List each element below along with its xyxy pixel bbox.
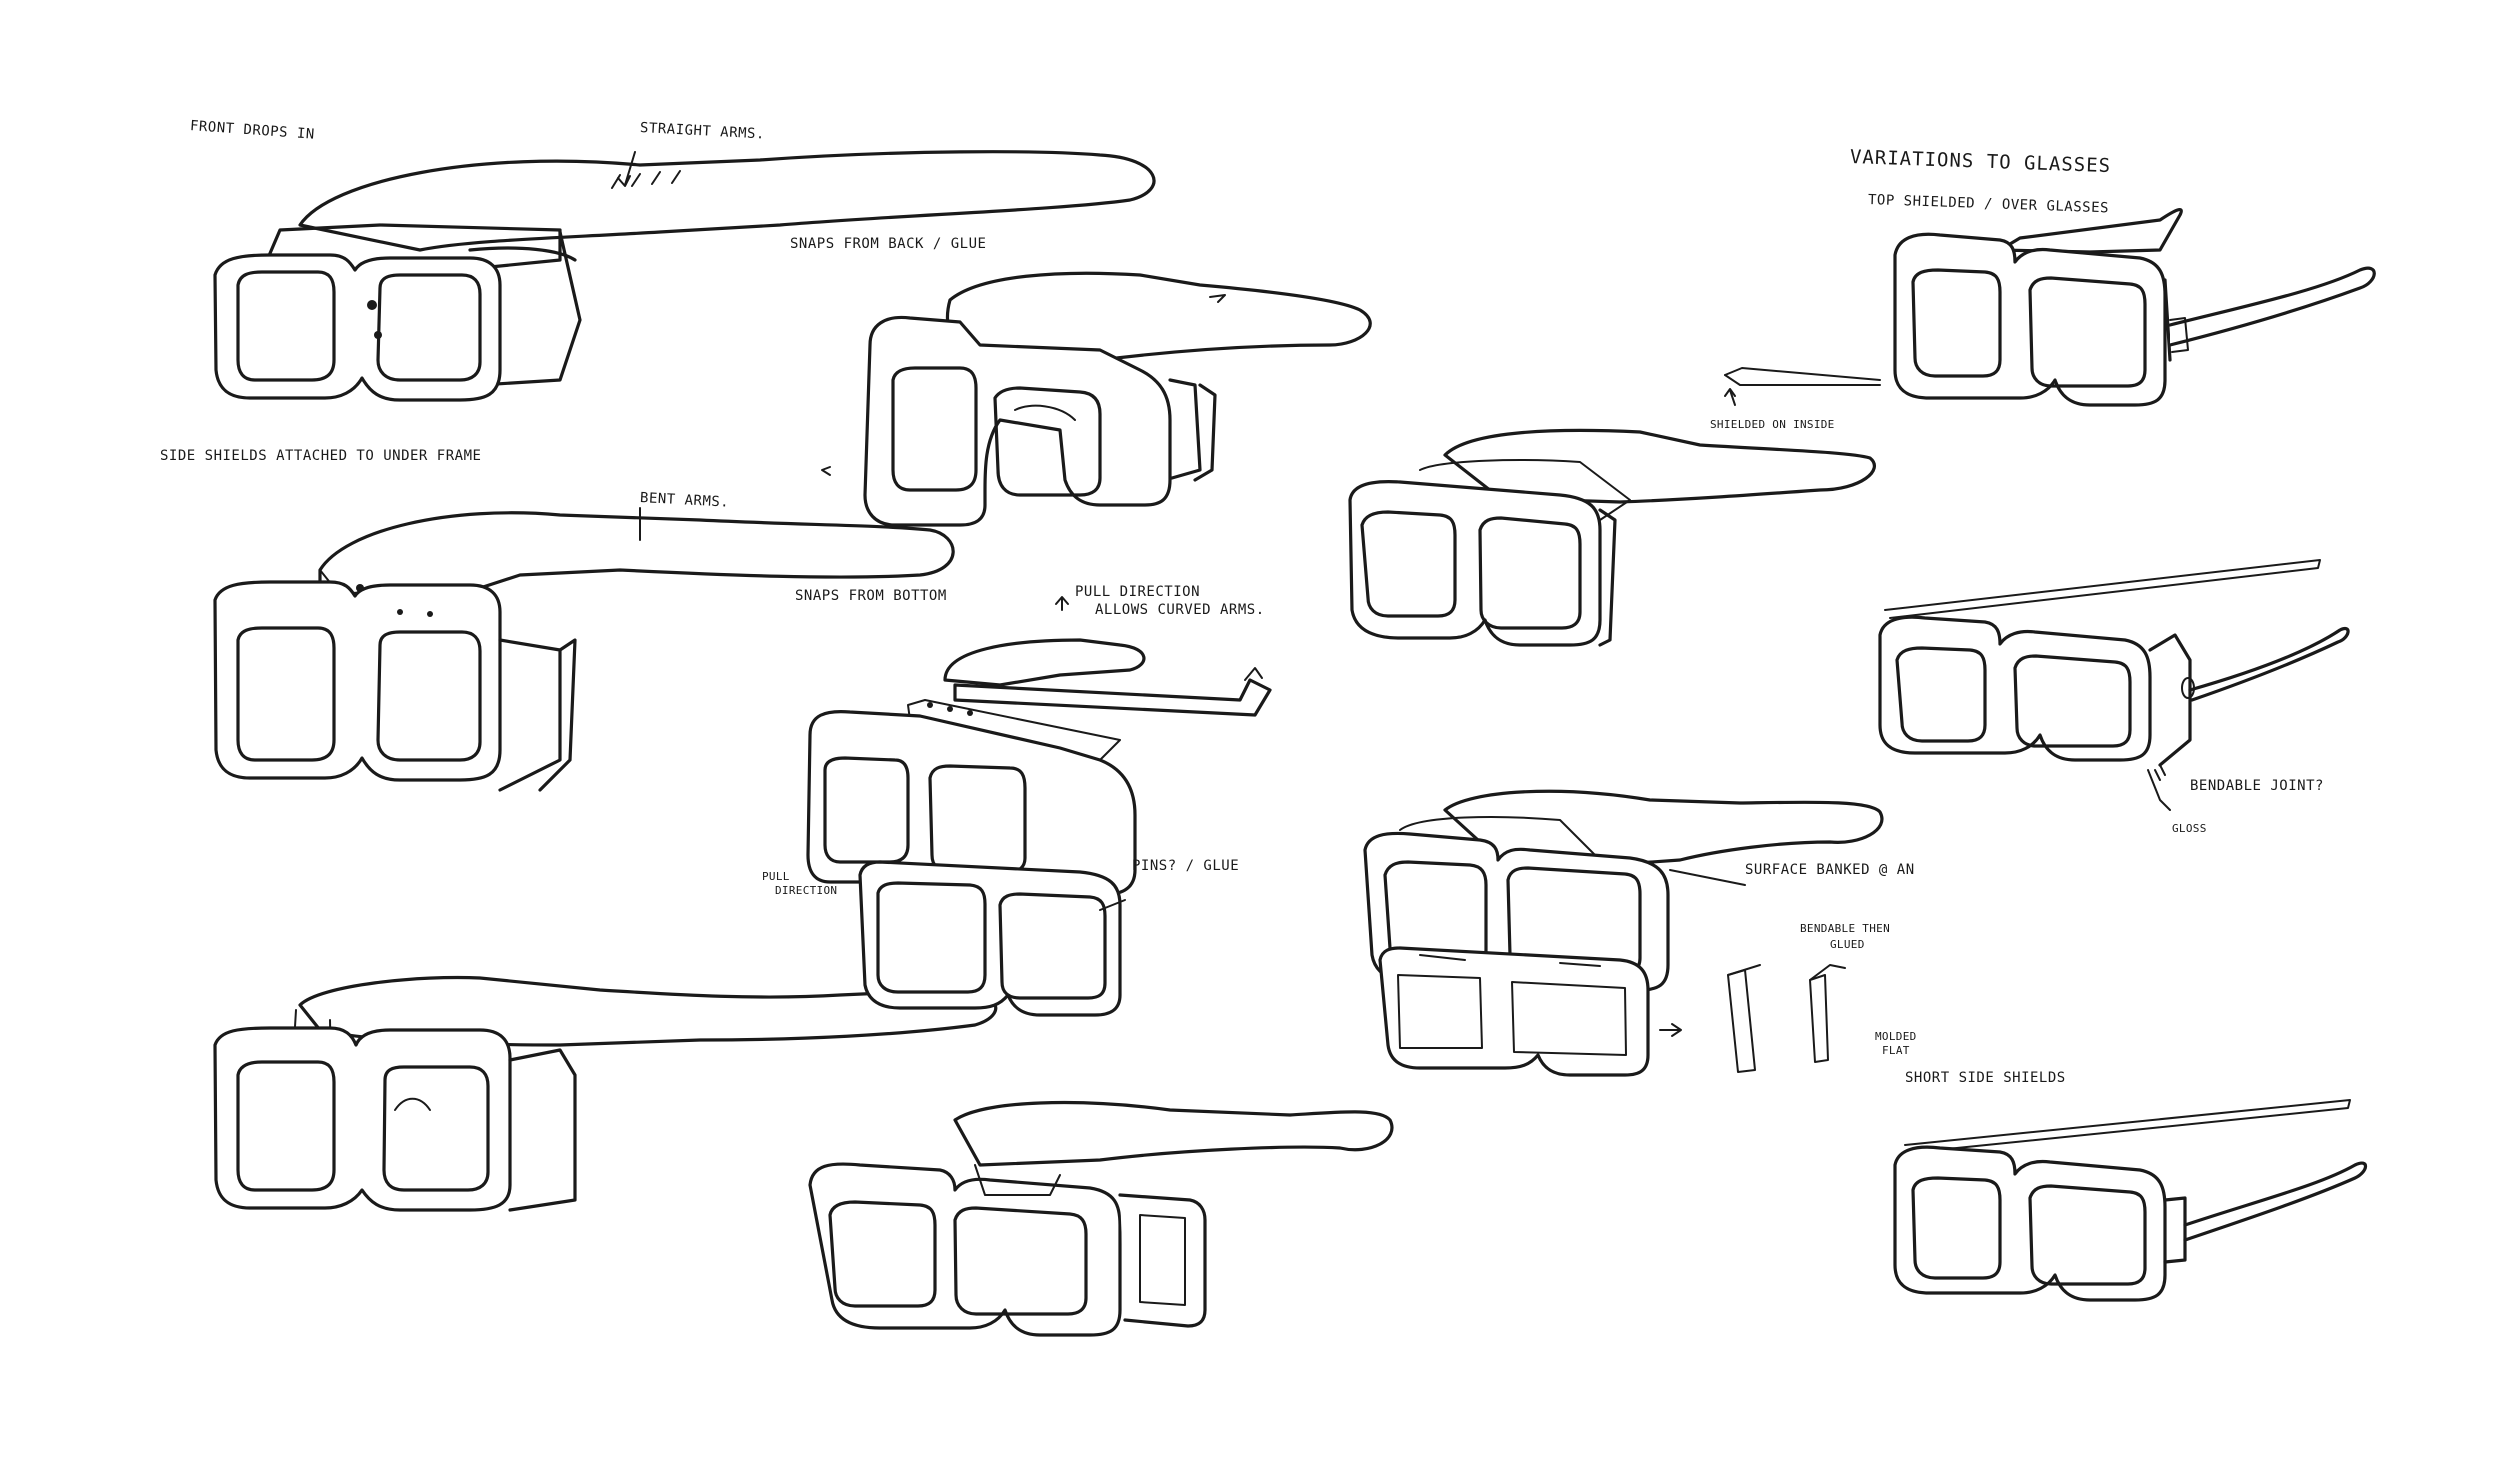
sketch-bottom-left xyxy=(213,975,998,1212)
sketch-snaps-from-back xyxy=(821,271,1372,527)
note-gloss: Gloss xyxy=(2172,822,2207,835)
sketch-snaps-from-bottom xyxy=(806,596,1272,1017)
sketch-front-drops-in xyxy=(213,150,1156,402)
note-shielded-on-inside: Shielded on inside xyxy=(1710,418,1835,431)
sketch-short-side-shields xyxy=(1893,1099,2368,1302)
note-pull-direction-top: Pull direction xyxy=(1075,584,1201,600)
note-pull-direction-side-1: Pull xyxy=(762,870,790,883)
note-bendable-then-glued-1: Bendable then xyxy=(1800,922,1890,935)
note-molded-flat-1: Molded xyxy=(1875,1030,1917,1043)
note-short-side-shields: Short side shields xyxy=(1905,1070,2066,1086)
leader-pins-glue xyxy=(1099,899,1126,911)
sketch-bendable-joint xyxy=(1878,559,2350,811)
sketch-surface-banked xyxy=(1363,789,1884,1077)
note-surface-banked: Surface banked @ an xyxy=(1745,862,1915,878)
note-molded-flat-2: flat xyxy=(1882,1044,1910,1057)
sketch-over-glasses xyxy=(1893,207,2376,407)
note-side-shields-attached: Side shields attached to under frame xyxy=(160,448,482,464)
note-pins-glue: Pins? / glue xyxy=(1132,858,1240,874)
note-pull-direction-side-2: direction xyxy=(775,884,838,897)
note-allows-curved-arms: Allows curved arms. xyxy=(1095,602,1265,618)
leader-straight-arms xyxy=(617,151,636,187)
note-bendable-then-glued-2: glued xyxy=(1830,938,1865,951)
note-snaps-from-bottom: Snaps from bottom xyxy=(795,588,947,604)
note-snaps-from-back: Snaps from back / glue xyxy=(790,236,987,252)
note-bendable-joint: Bendable joint? xyxy=(2190,778,2324,794)
sketch-center-right-shielded xyxy=(1348,367,1881,647)
sketch-side-shields xyxy=(213,511,955,792)
sketch-bottom-middle xyxy=(808,1100,1394,1337)
leader-surface-banked xyxy=(1669,869,1746,886)
